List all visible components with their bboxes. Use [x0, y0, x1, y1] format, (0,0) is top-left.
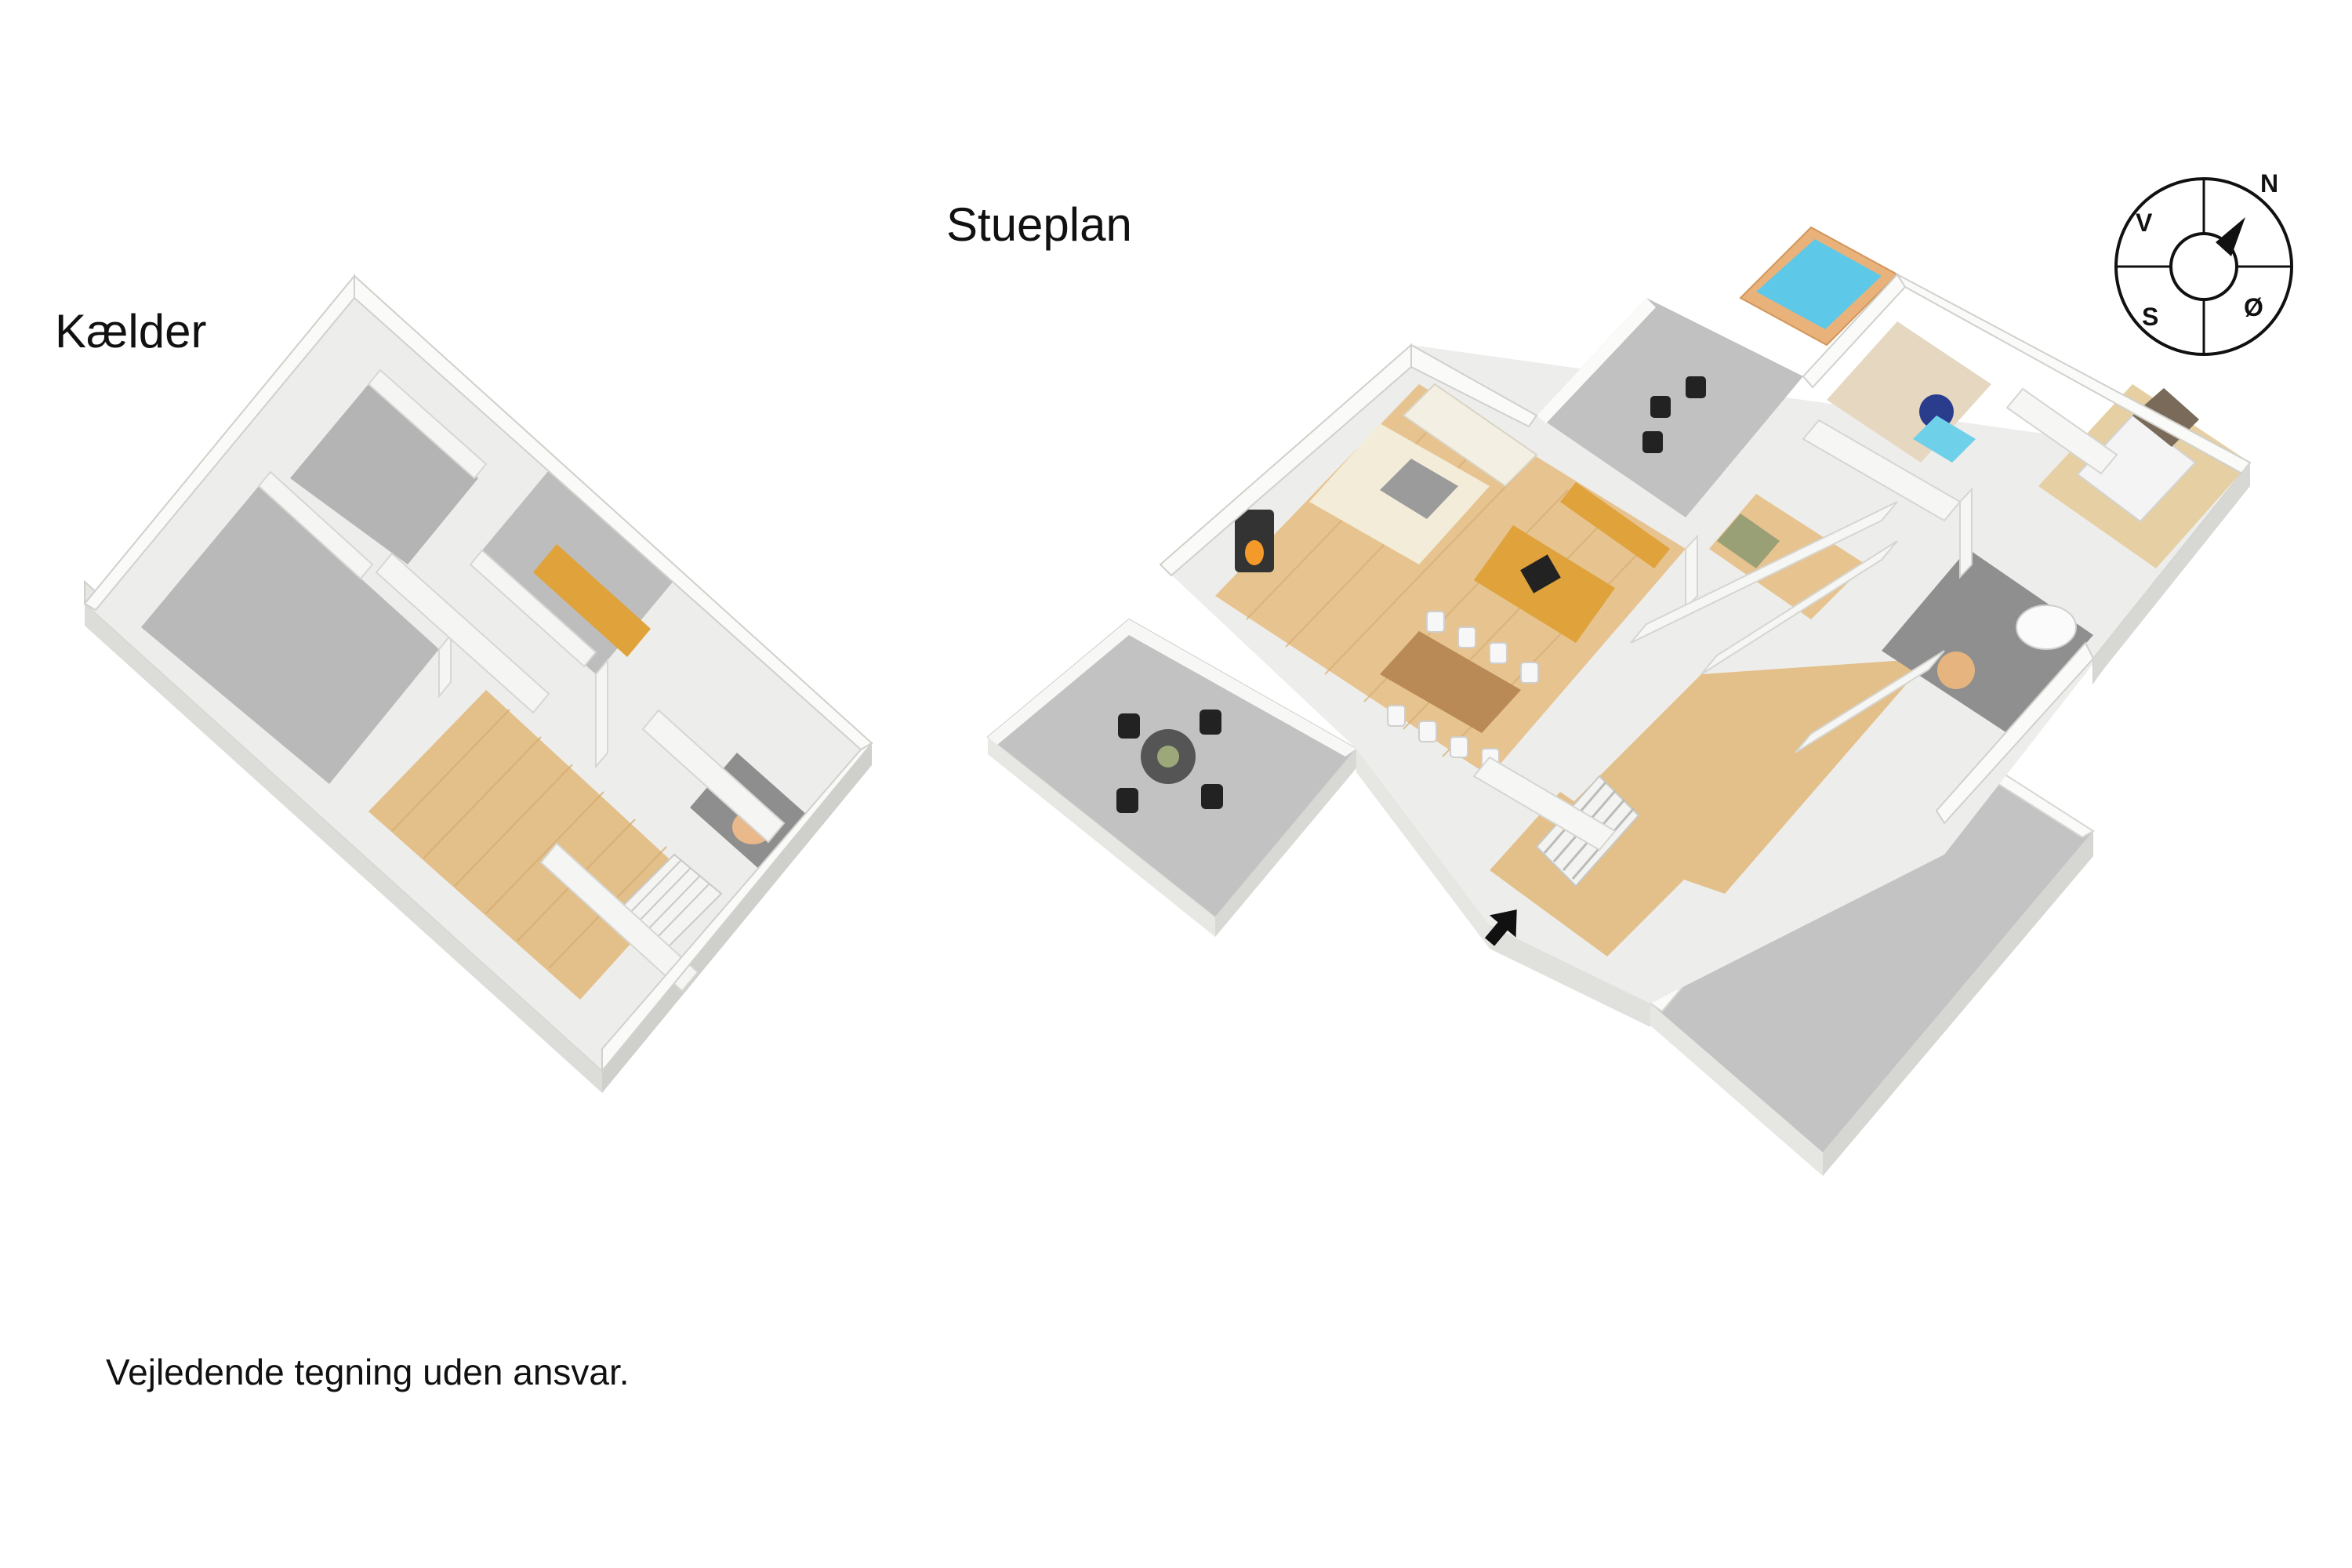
basement-room-concrete-2 — [290, 384, 478, 564]
basement-title: Kælder — [55, 305, 207, 358]
ground-floor-outer-wall-sides — [1356, 463, 2250, 1027]
entrance-arrow-icon — [1484, 909, 1517, 946]
compass-icon: N V S Ø — [2114, 169, 2293, 356]
terrace-top — [1537, 298, 1803, 517]
sofa — [1402, 383, 1538, 488]
basement-room-concrete-1 — [141, 486, 439, 784]
compass-east-label: Ø — [2244, 293, 2263, 321]
coffee-table — [1380, 459, 1458, 519]
basement-outer-walls — [83, 274, 873, 1073]
cooktop — [1520, 554, 1561, 593]
compass-north-label: N — [2260, 169, 2278, 198]
ground-floor-interior-walls — [1472, 387, 2118, 851]
bath-mat — [1913, 416, 1976, 463]
kitchen-counter-back — [1560, 482, 1670, 568]
basement-counter — [533, 544, 651, 657]
bathtub — [2016, 604, 2077, 650]
compass-north-needle — [2216, 217, 2245, 256]
basement-interior-walls — [257, 368, 786, 993]
wood-stove-icon — [1235, 510, 1274, 572]
hot-tub — [1739, 226, 1899, 347]
ground-floor-title: Stueplan — [946, 198, 1132, 251]
compass-west-label: V — [2136, 209, 2153, 237]
washer — [1717, 514, 1780, 568]
bathroom-lower-floor — [1882, 549, 2093, 733]
compass-south-label: S — [2142, 303, 2158, 331]
entry-hall-floor — [1490, 792, 1686, 956]
bath-rug-icon — [1919, 394, 1954, 429]
terrace-dining-set — [1116, 710, 1223, 813]
bath-round-rug — [1937, 652, 1975, 689]
hallway-floor — [1544, 659, 1929, 894]
disclaimer-text: Vejledende tegning uden ansvar. — [106, 1352, 630, 1392]
